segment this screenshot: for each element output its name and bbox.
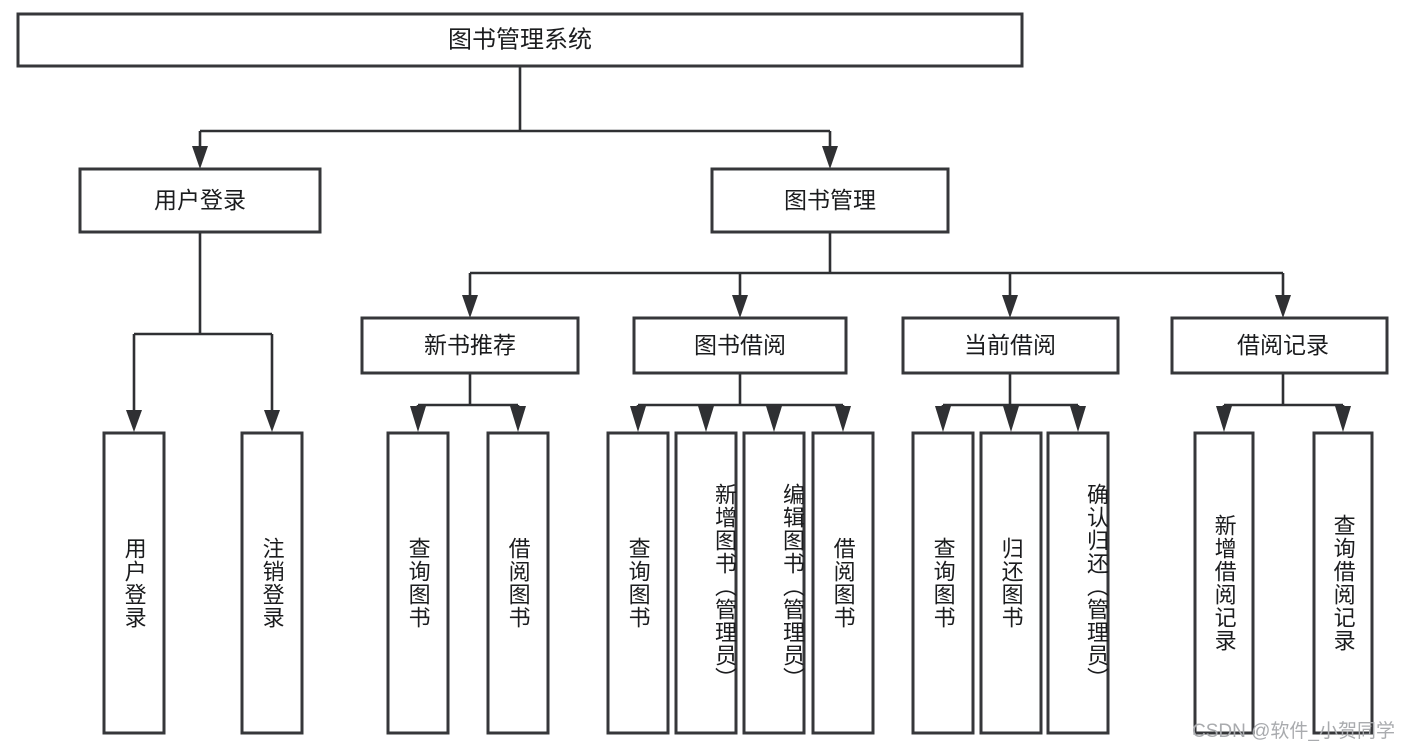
arrow-head-query-book-2 — [630, 406, 646, 432]
connector-group-currentborrow-children — [935, 373, 1086, 432]
arrow-head-confirm-return — [1070, 406, 1086, 432]
node-current-borrow-label: 当前借阅 — [964, 332, 1056, 358]
arrow-head-borrow — [732, 295, 748, 318]
arrow-head-return-book — [1003, 406, 1019, 432]
arrow-head-logout — [264, 410, 280, 432]
arrow-head-user-login — [126, 410, 142, 432]
connector-group-root — [192, 66, 838, 169]
leaf-box-add-record[interactable] — [1193, 431, 1255, 735]
node-new-books-label: 新书推荐 — [424, 332, 516, 358]
node-login-box[interactable] — [78, 167, 322, 234]
arrow-head-add-record — [1216, 406, 1232, 432]
leaf-box-add-book[interactable] — [674, 431, 738, 735]
node-book-mgmt-box[interactable] — [710, 167, 950, 234]
arrow-head-query-record — [1335, 406, 1351, 432]
node-book-mgmt[interactable]: 图书管理 — [710, 167, 950, 234]
node-new-books-box[interactable] — [360, 316, 580, 375]
arrow-head-currentborrow — [1002, 295, 1018, 318]
arrow-head-edit-book — [766, 406, 782, 432]
connector-group-borrowrecord-children — [1216, 373, 1351, 432]
leaf-box-borrow-book-1[interactable] — [486, 431, 550, 735]
leaf-box-user-login[interactable] — [102, 431, 166, 735]
node-current-borrow[interactable]: 当前借阅 — [901, 316, 1120, 375]
arrow-head-login — [192, 146, 208, 169]
node-root-label: 图书管理系统 — [448, 26, 592, 53]
node-borrow-record[interactable]: 借阅记录 — [1170, 316, 1389, 375]
leaf-box-confirm-return[interactable] — [1046, 431, 1110, 735]
leaf-box-query-book-2[interactable] — [606, 431, 670, 735]
node-root[interactable]: 图书管理系统 — [16, 12, 1024, 68]
connector-group-borrow-children — [630, 373, 851, 432]
leaf-box-query-book-1[interactable] — [386, 431, 450, 735]
arrow-head-query-book-1 — [410, 406, 426, 432]
node-root-box[interactable] — [16, 12, 1024, 68]
arrow-head-borrow-book-1 — [510, 406, 526, 432]
node-borrow-record-label: 借阅记录 — [1237, 332, 1329, 358]
node-login-label: 用户登录 — [154, 187, 246, 213]
leaf-box-logout[interactable] — [240, 431, 304, 735]
watermark-text: CSDN @软件_小贺同学 — [1192, 721, 1395, 742]
connector-group-login-children — [126, 232, 280, 432]
node-book-mgmt-label: 图书管理 — [784, 187, 876, 213]
leaf-box-query-record[interactable] — [1312, 431, 1374, 735]
leaf-box-borrow-book-2[interactable] — [811, 431, 875, 735]
node-current-borrow-box[interactable] — [901, 316, 1120, 375]
node-borrow-record-box[interactable] — [1170, 316, 1389, 375]
arrow-head-borrowrecord — [1275, 295, 1291, 318]
node-borrow[interactable]: 图书借阅 — [632, 316, 848, 375]
node-new-books[interactable]: 新书推荐 — [360, 316, 580, 375]
node-login[interactable]: 用户登录 — [78, 167, 322, 234]
leaf-box-query-book-3[interactable] — [911, 431, 975, 735]
arrow-head-newbooks — [462, 295, 478, 318]
arrow-head-bookmgmt — [822, 146, 838, 169]
node-borrow-label: 图书借阅 — [694, 332, 786, 358]
arrow-head-query-book-3 — [935, 406, 951, 432]
leaf-box-edit-book[interactable] — [742, 431, 806, 735]
arrow-head-add-book — [698, 406, 714, 432]
node-borrow-box[interactable] — [632, 316, 848, 375]
connector-group-bookmgmt — [462, 232, 1291, 318]
leaf-box-return-book[interactable] — [979, 431, 1043, 735]
connector-group-newbooks-children — [410, 373, 526, 432]
arrow-head-borrow-book-2 — [835, 406, 851, 432]
